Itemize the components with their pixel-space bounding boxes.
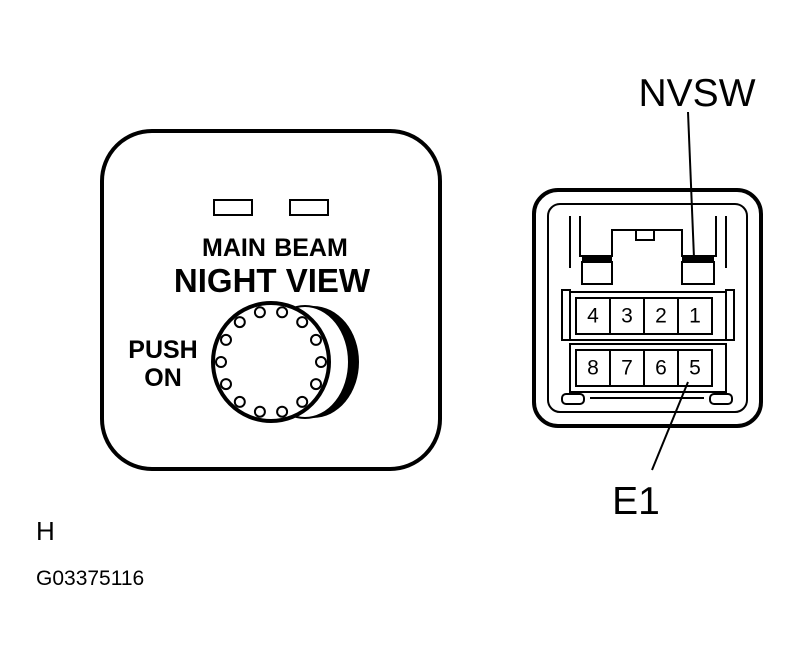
knob-notch <box>276 405 289 418</box>
knob-notch <box>233 395 246 408</box>
pin-cavity-frame <box>677 349 713 387</box>
pin-cavity-3: 3 <box>609 297 645 335</box>
figure-code: G03375116 <box>36 567 144 590</box>
pin-cavity-2: 2 <box>643 297 679 335</box>
knob-face <box>211 301 331 423</box>
pin-number: 4 <box>587 305 599 328</box>
knob-notch <box>253 405 266 418</box>
right-guide-rail <box>725 289 735 341</box>
push-knob[interactable] <box>211 301 359 423</box>
pin-cavity-frame <box>609 297 645 335</box>
pin-number: 6 <box>655 357 667 380</box>
knob-notch <box>315 356 327 368</box>
pin-cavity-frame <box>677 297 713 335</box>
beam-label: BEAM <box>274 234 348 262</box>
pin-cavity-frame <box>575 349 611 387</box>
main-indicator-lamp <box>213 199 253 216</box>
left-foot <box>561 393 585 405</box>
e1-leader-line <box>651 381 689 471</box>
knob-grip-notches <box>215 306 327 418</box>
left-guide-rail <box>561 289 571 341</box>
pin-cavity-7: 7 <box>609 349 645 387</box>
pin-number: 1 <box>689 305 701 328</box>
night-view-title: NIGHT VIEW <box>174 262 371 299</box>
beam-indicator-lamp <box>289 199 329 216</box>
pin-cavity-4: 4 <box>575 297 611 335</box>
push-label: PUSH <box>128 336 197 364</box>
pin-cavity-frame <box>609 349 645 387</box>
nvsw-callout: NVSW <box>639 72 756 115</box>
e1-callout: E1 <box>612 480 660 523</box>
pin-number: 5 <box>689 357 701 380</box>
pin-cavity-frame <box>575 297 611 335</box>
knob-notch <box>310 333 322 346</box>
pin-number: 3 <box>621 305 633 328</box>
knob-notch <box>296 395 309 408</box>
on-label: ON <box>144 364 182 392</box>
pin-number: 7 <box>621 357 633 380</box>
right-foot <box>709 393 733 405</box>
knob-notch <box>310 378 322 391</box>
knob-notch <box>215 356 227 368</box>
pin-cavity-5: 5 <box>677 349 713 387</box>
knob-notch <box>253 306 266 319</box>
pin-number: 8 <box>587 357 599 380</box>
nvsw-leader-line <box>687 111 695 259</box>
main-label: MAIN <box>202 234 266 262</box>
knob-notch <box>233 316 246 329</box>
pin-cavity-8: 8 <box>575 349 611 387</box>
knob-notch <box>220 378 232 391</box>
knob-notch <box>276 306 289 319</box>
pin-number: 2 <box>655 305 667 328</box>
view-letter: H <box>36 516 55 546</box>
switch-housing <box>100 129 442 471</box>
knob-notch <box>296 316 309 329</box>
pin-cavity-6: 6 <box>643 349 679 387</box>
connector-latch <box>569 216 727 285</box>
knob-notch <box>220 333 232 346</box>
pin-cavity-1: 1 <box>677 297 713 335</box>
night-view-switch: MAIN BEAM NIGHT VIEW PUSH ON <box>100 129 442 471</box>
